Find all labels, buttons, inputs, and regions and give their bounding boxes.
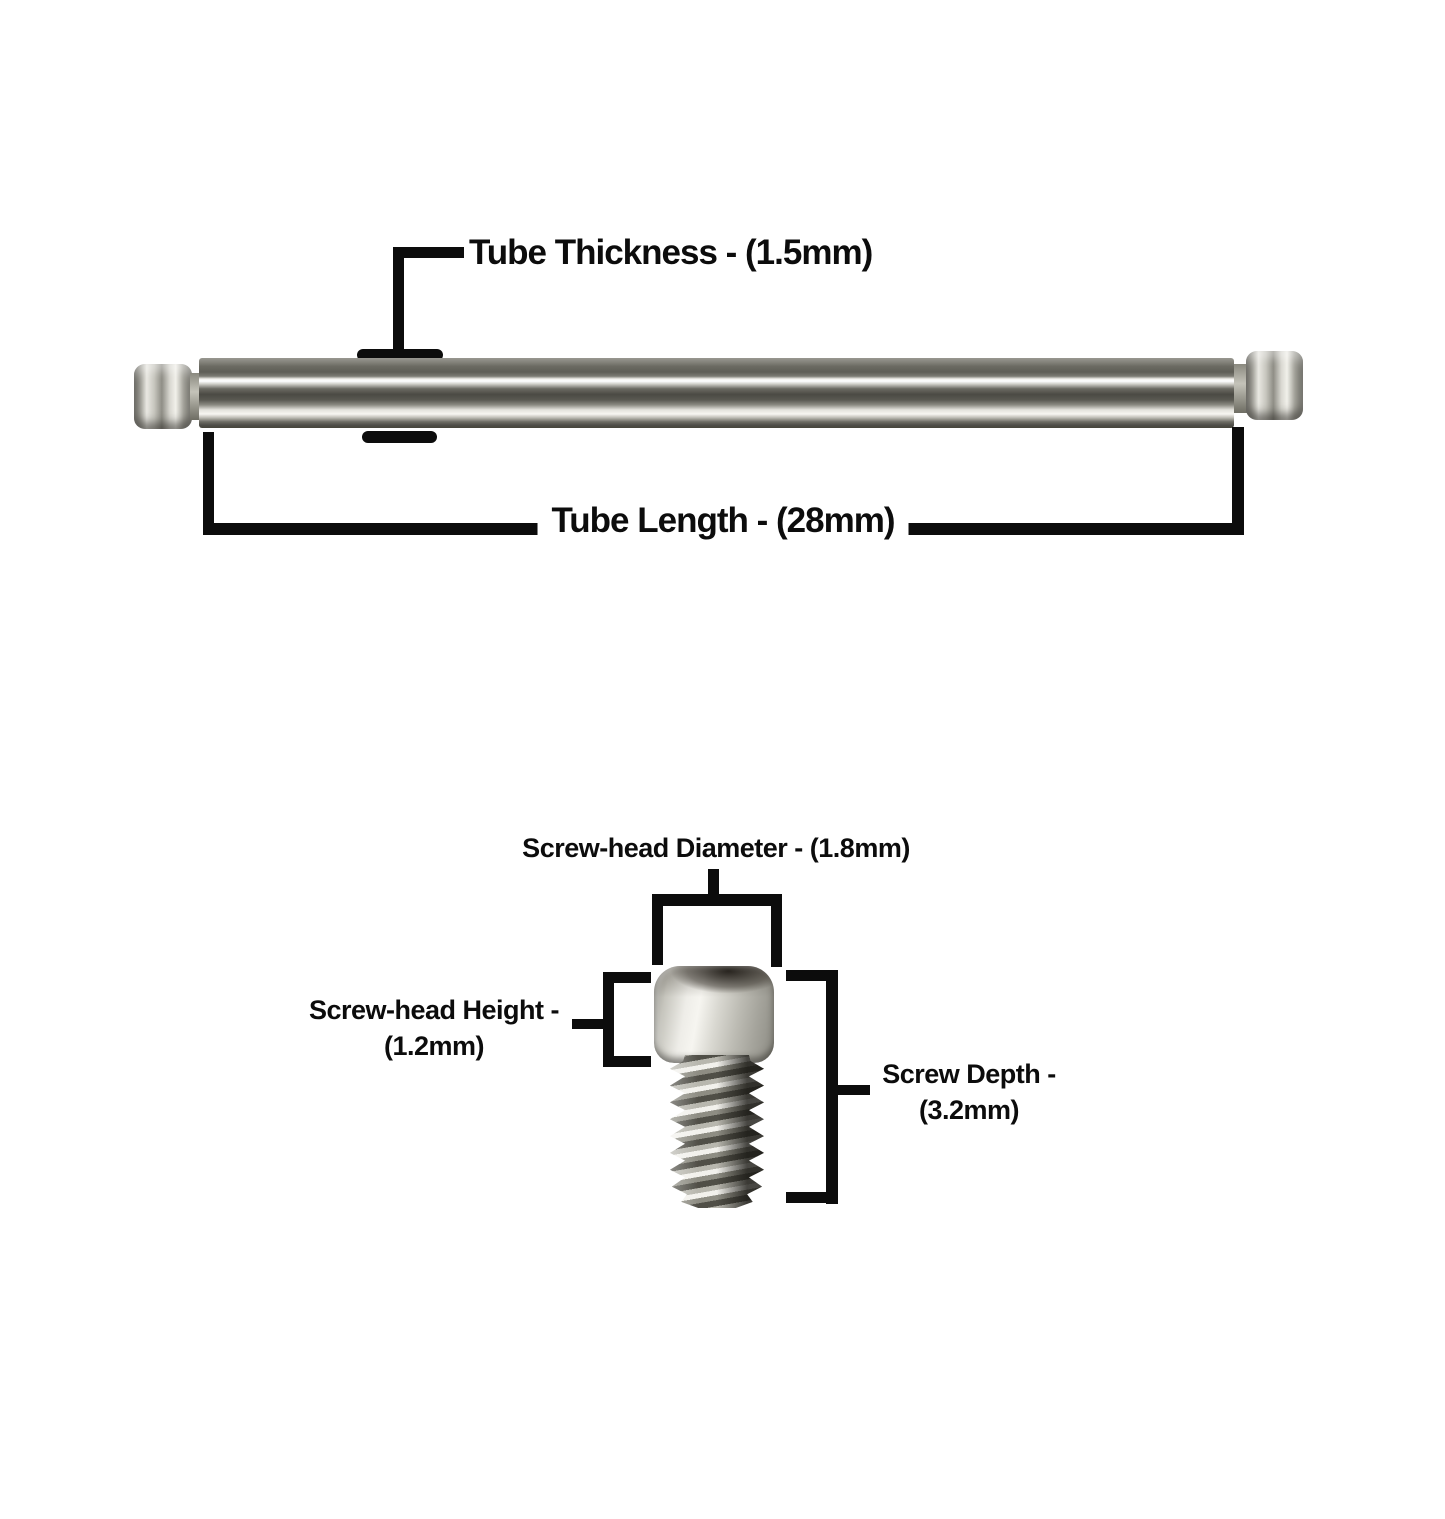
screw-diameter-right-drop bbox=[771, 894, 782, 967]
tube-thickness-leader-line bbox=[393, 247, 404, 360]
tube-body bbox=[199, 358, 1234, 428]
screw-height-label: Screw-head Height - (1.2mm) bbox=[297, 992, 571, 1064]
tube-thickness-label: Tube Thickness - (1.5mm) bbox=[469, 233, 873, 272]
screw-head bbox=[654, 966, 774, 1063]
tube-length-left-extension bbox=[203, 432, 214, 534]
screw-depth-bottom-tick bbox=[786, 1192, 826, 1203]
screw-height-leader-tick bbox=[572, 1019, 603, 1029]
tube-right-cap bbox=[1246, 351, 1303, 420]
screw-diameter-span-bar bbox=[652, 894, 782, 906]
screw-diameter-left-drop bbox=[652, 894, 663, 965]
screw-depth-label: Screw Depth - (3.2mm) bbox=[869, 1056, 1069, 1128]
tube-left-cap bbox=[134, 364, 192, 429]
tube-right-neck bbox=[1234, 364, 1247, 413]
screw-depth-label-line1: Screw Depth - bbox=[882, 1059, 1056, 1089]
screw-height-bottom-tick bbox=[603, 1056, 651, 1067]
screw-diameter-leader-stem bbox=[708, 869, 719, 899]
tube-thickness-leader-tick bbox=[396, 247, 464, 258]
screw-height-top-tick bbox=[603, 972, 651, 983]
screw-threads bbox=[670, 1055, 764, 1208]
screw-depth-leader-tick bbox=[838, 1085, 870, 1095]
tube-length-right-extension bbox=[1232, 427, 1244, 534]
screw-depth-top-tick bbox=[786, 970, 826, 981]
screw-height-bracket-line bbox=[603, 972, 614, 1067]
tube-thickness-bottom-mark bbox=[362, 431, 437, 443]
tube-length-label: Tube Length - (28mm) bbox=[537, 501, 909, 542]
screw-depth-bracket-line bbox=[826, 970, 838, 1204]
tube-left-neck bbox=[190, 373, 201, 420]
screw-diameter-label: Screw-head Diameter - (1.8mm) bbox=[522, 833, 910, 863]
screw-height-label-line2: (1.2mm) bbox=[383, 1031, 485, 1061]
screw-height-label-line1: Screw-head Height - bbox=[308, 995, 560, 1025]
screw-depth-label-line2: (3.2mm) bbox=[918, 1095, 1020, 1125]
